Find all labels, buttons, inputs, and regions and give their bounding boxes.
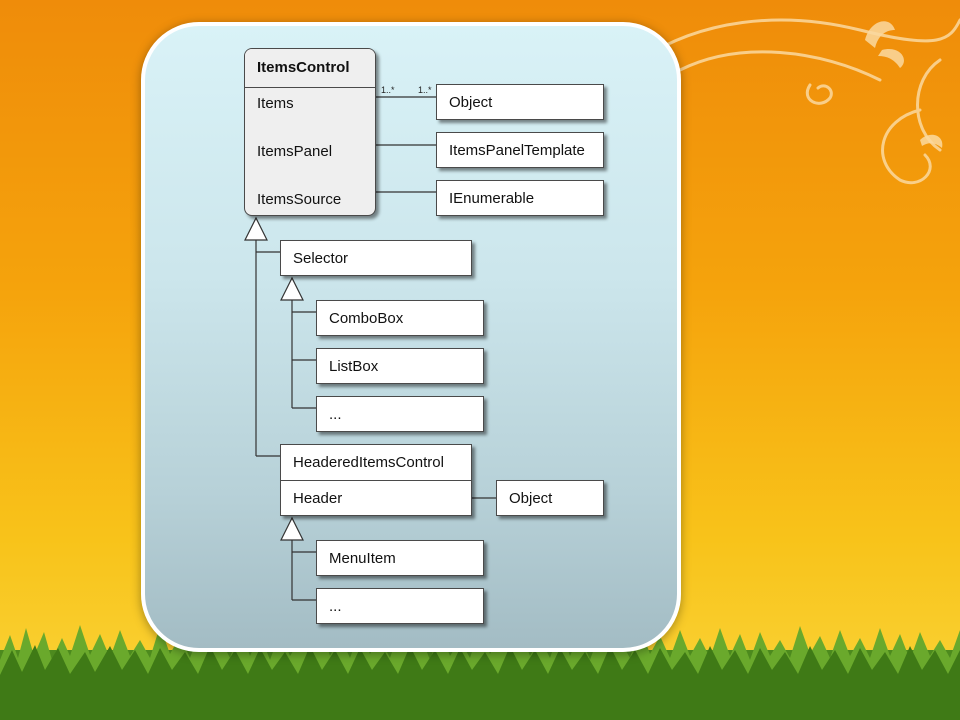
member-items: Items [257, 95, 294, 112]
itemspaneltemplate-class-box: ItemsPanelTemplate [436, 132, 604, 168]
listbox-class-box: ListBox [316, 348, 484, 384]
member-itemssource: ItemsSource [257, 191, 342, 208]
headered-more-class-box: ... [316, 588, 484, 624]
headereditemscontrol-title: HeaderedItemsControl [281, 445, 471, 481]
selector-more-class-box: ... [316, 396, 484, 432]
itemscontrol-title: ItemsControl [245, 49, 375, 88]
ienumerable-class-box: IEnumerable [436, 180, 604, 216]
multiplicity-label: 1..* [418, 85, 432, 95]
itemscontrol-class-box: ItemsControl Items ItemsPanel ItemsSourc… [244, 48, 376, 216]
grass-strip [0, 625, 960, 720]
multiplicity-label: 1..* [381, 85, 395, 95]
inheritance-arrow [280, 516, 304, 541]
menuitem-class-box: MenuItem [316, 540, 484, 576]
member-itemspanel: ItemsPanel [257, 143, 333, 160]
member-header: Header [293, 490, 343, 507]
headereditemscontrol-class-box: HeaderedItemsControl Header [280, 444, 472, 516]
inheritance-arrow [244, 216, 268, 241]
combobox-class-box: ComboBox [316, 300, 484, 336]
object-class-box: Object [436, 84, 604, 120]
inheritance-arrow [280, 276, 304, 301]
swirl-ornament [638, 18, 960, 185]
header-object-class-box: Object [496, 480, 604, 516]
selector-class-box: Selector [280, 240, 472, 276]
